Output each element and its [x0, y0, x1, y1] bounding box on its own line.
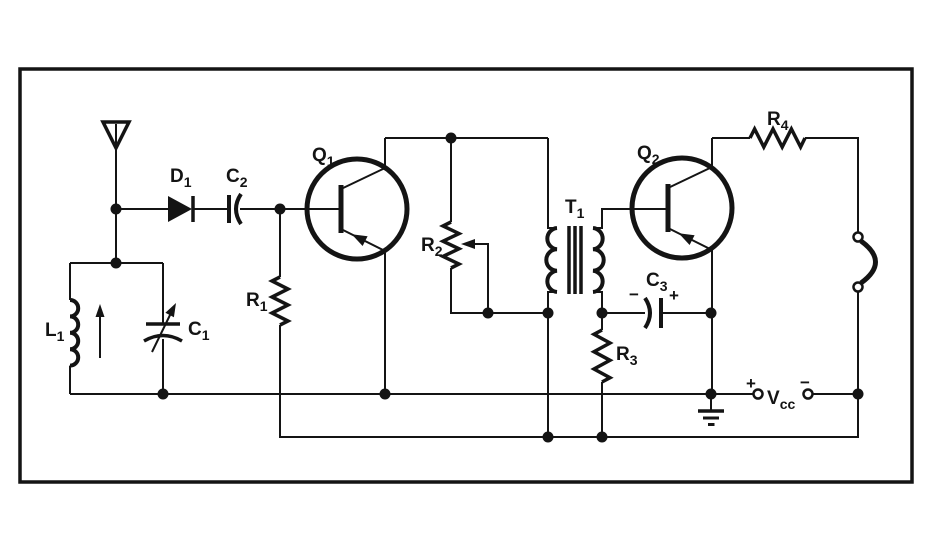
label-c3-plus: +	[669, 286, 679, 305]
transistor-q2	[629, 155, 735, 261]
label-c3: C3	[646, 270, 668, 294]
transformer-t1	[544, 226, 606, 294]
resistor-r3	[590, 328, 614, 384]
label-c3-minus: −	[629, 285, 639, 304]
label-q1: Q1	[312, 145, 335, 169]
label-t1: T1	[565, 197, 585, 221]
rheostat-r2	[438, 220, 475, 270]
vcc-plus-terminal	[752, 388, 764, 400]
capacitor-c3	[643, 296, 663, 330]
emitter-arrow	[351, 234, 368, 246]
output-terminal-bottom	[852, 281, 864, 293]
earphone-arc	[859, 238, 878, 286]
ground-symbol	[698, 394, 724, 426]
label-d1: D1	[170, 166, 192, 190]
wiper-arrow	[461, 239, 475, 249]
earphone-terminals	[852, 231, 878, 293]
label-c2: C2	[226, 166, 248, 190]
flux-arrow-head	[95, 304, 105, 317]
label-vcc: Vcc	[767, 388, 795, 412]
adjust-arrow-head	[165, 303, 176, 318]
label-vcc-plus: +	[746, 374, 756, 393]
vcc-minus-terminal	[802, 388, 814, 400]
reference-labels: L1 C1 D1 C2 R1 Q1 R2 T1 R3 C3 − + Q2 R4 …	[45, 109, 810, 412]
label-vcc-minus: −	[800, 373, 810, 392]
adjust-arrow-shaft	[151, 312, 172, 353]
capacitor-c2	[227, 192, 243, 226]
transistor-q1	[304, 156, 410, 262]
variable-capacitor-c1	[143, 303, 183, 353]
emitter-arrow	[678, 233, 695, 245]
label-q2: Q2	[637, 143, 660, 167]
junction-dots	[110, 132, 864, 443]
output-terminal-top	[852, 231, 864, 243]
label-r3: R3	[616, 344, 638, 368]
label-r4: R4	[767, 109, 789, 133]
vcc-terminals	[752, 388, 814, 400]
label-l1: L1	[45, 320, 65, 344]
antenna-symbol	[100, 120, 132, 152]
resistor-r4	[748, 125, 807, 151]
label-r1: R1	[246, 290, 268, 314]
label-r2: R2	[421, 235, 443, 259]
inductor-l1	[69, 298, 105, 368]
border-frame	[18, 67, 914, 484]
diode-d1	[168, 196, 195, 222]
label-c1: C1	[188, 319, 210, 343]
resistor-r1	[268, 275, 292, 327]
